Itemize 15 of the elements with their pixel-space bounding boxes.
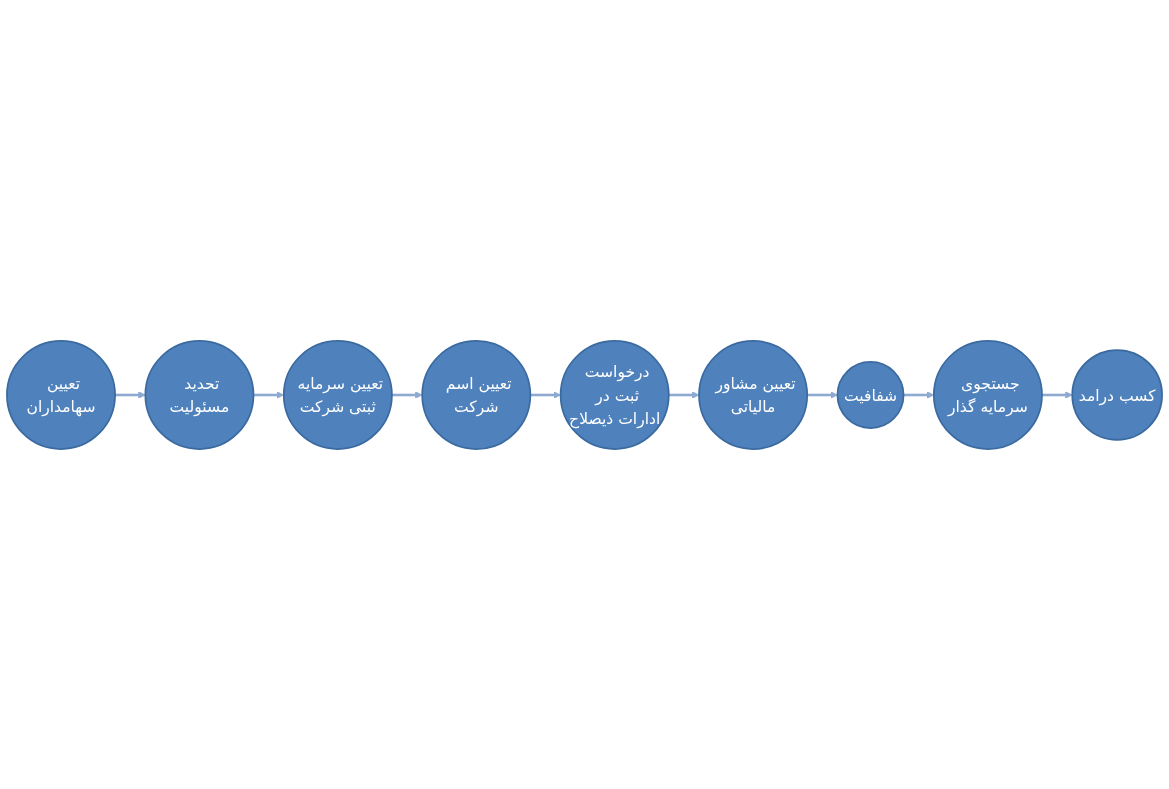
node-circle: کسب درامد [1071,348,1163,441]
node-circle: تعیین سهامداران [6,339,116,450]
node-circle: تعیین مشاور مالیاتی [698,339,809,450]
node-circle: تعیین اسم شرکت [421,339,532,450]
arrow [668,390,700,399]
node-circle: تعیین سرمایه ثبتی شرکت [282,339,393,450]
node-circle: جستجوی سرمایه گذار [932,339,1043,450]
node-circle: تحدید مسئولیت [144,339,255,450]
arrow [115,390,146,399]
arrow [1041,390,1073,399]
arrow [391,390,423,399]
arrow [530,390,561,399]
node-circle: شفافیت [836,360,905,429]
node-circle: درخواست ثبت در ادارات ذیصلاح [559,339,670,450]
arrow [807,390,838,399]
